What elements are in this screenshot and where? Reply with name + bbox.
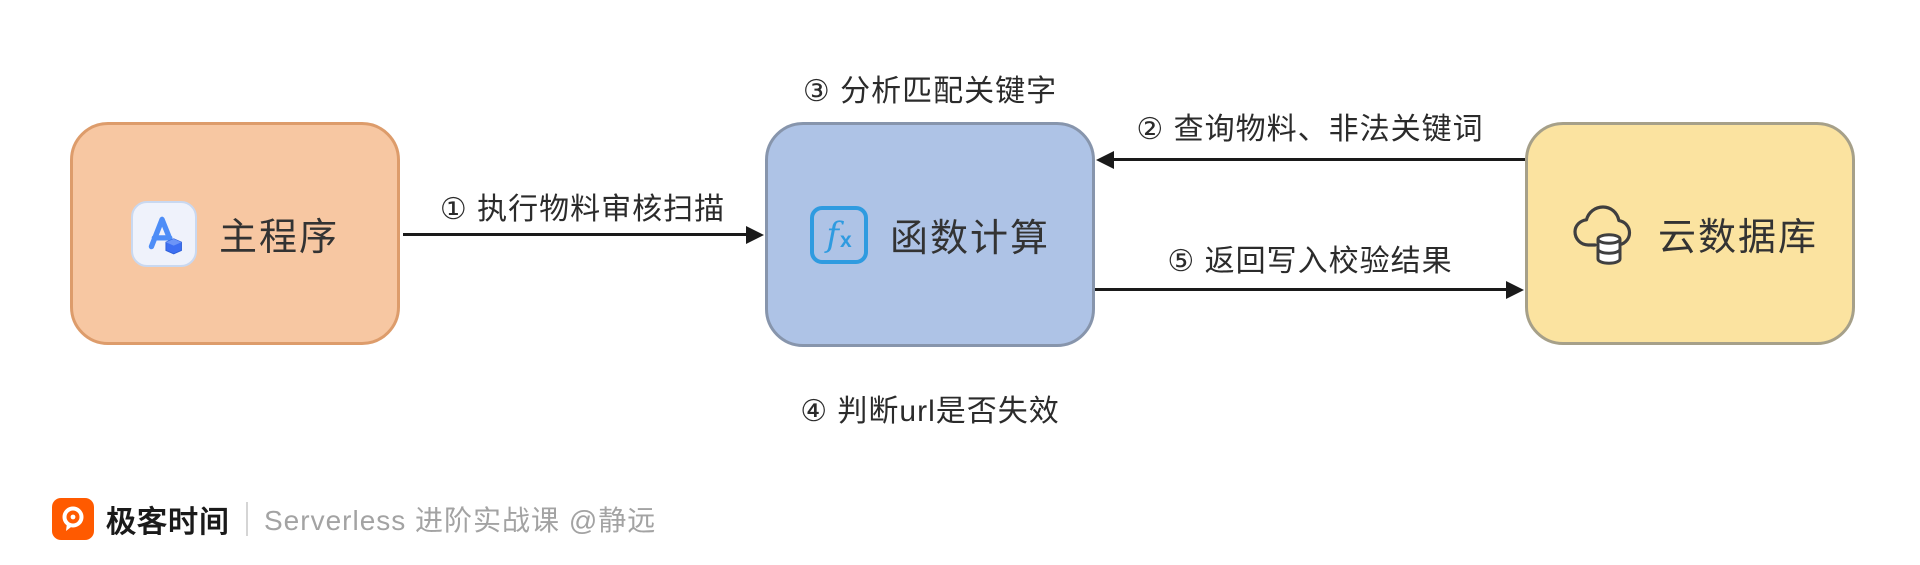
function-compute-icon: f x	[809, 205, 868, 264]
footer-course-title: Serverless 进阶实战课 @静远	[264, 505, 657, 536]
arrow-step5	[1095, 288, 1507, 291]
edge-label-step2: ② 查询物料、非法关键词	[1136, 113, 1484, 146]
edge-label-step4: ④ 判断url是否失效	[800, 395, 1060, 428]
node-function-compute: f x 函数计算	[765, 122, 1095, 347]
node-cloud-database: 云数据库	[1525, 122, 1855, 345]
fx-icon-f: f	[826, 214, 839, 255]
footer: 极客时间 Serverless 进阶实战课 @静远	[52, 496, 656, 542]
arrow-step1	[403, 233, 747, 236]
app-store-icon	[130, 200, 197, 267]
edge-label-step3: ③ 分析匹配关键字	[802, 75, 1058, 108]
footer-brand: 极客时间	[106, 506, 230, 539]
node-label-cloud-database: 云数据库	[1657, 217, 1818, 259]
arrow-step2	[1113, 158, 1525, 161]
cloud-database-icon	[1562, 201, 1636, 267]
node-label-function-compute: 函数计算	[889, 218, 1050, 260]
geektime-logo-icon	[52, 498, 94, 540]
footer-divider	[246, 502, 248, 536]
node-main-program: 主程序	[70, 122, 400, 345]
edge-label-step5: ⑤ 返回写入校验结果	[1167, 245, 1453, 278]
edge-label-step1: ① 执行物料审核扫描	[439, 193, 726, 226]
fx-icon-x: x	[839, 229, 852, 252]
node-label-main-program: 主程序	[218, 217, 339, 259]
